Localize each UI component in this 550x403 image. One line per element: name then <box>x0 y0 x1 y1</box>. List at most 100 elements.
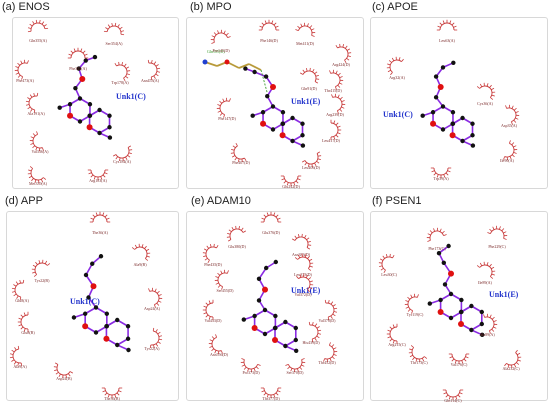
atom <box>279 132 286 139</box>
atom <box>82 311 88 316</box>
residue-label: Asn383(D) <box>292 252 311 257</box>
hydrophobic-contact-mark <box>214 269 229 290</box>
atom <box>270 104 276 109</box>
atom <box>293 337 298 343</box>
atom <box>202 59 208 65</box>
hydrophobic-contact-mark <box>291 233 312 250</box>
atom <box>67 102 73 107</box>
residue-label: Phe229(C) <box>488 244 506 249</box>
atom <box>93 330 99 335</box>
hydrophobic-contact-mark <box>408 345 428 363</box>
atom <box>262 331 268 337</box>
residue-label: Glu380(D) <box>228 244 246 249</box>
atom <box>436 251 442 256</box>
atom <box>87 102 93 107</box>
hydrophobic-contact-mark <box>11 279 25 301</box>
atom <box>115 342 120 348</box>
hydrophobic-contact-mark <box>240 358 261 373</box>
atom <box>107 125 112 130</box>
ligand-label: Unk1(E) <box>291 286 321 295</box>
panel-frame <box>370 211 548 401</box>
hydrophobic-contact-mark <box>53 362 74 379</box>
hydrophobic-contact-mark <box>386 56 404 76</box>
hydrophobic-contact-mark <box>386 323 398 345</box>
hydrophobic-contact-mark <box>27 166 47 184</box>
panel-app: (d) APP Unk1(C)The36(A)Ala9(B)Tyr22(B)As… <box>0 192 183 403</box>
hydrophobic-contact-mark <box>505 104 520 125</box>
panel-frame <box>186 211 364 401</box>
hydrophobic-contact-mark <box>295 22 316 37</box>
hydrogen-bond <box>260 69 268 93</box>
residue-label: Arg215(C) <box>388 342 406 347</box>
residue-label: Tyr22(B) <box>35 278 50 283</box>
residue-label: Arg424(D) <box>332 62 350 67</box>
panel-label: (a) ENOS <box>2 1 50 13</box>
atom <box>280 110 286 115</box>
atom <box>67 112 74 119</box>
atom <box>420 113 425 118</box>
residue-label: Thr452(D) <box>318 360 336 365</box>
residue-label: Asn556(D) <box>210 352 229 357</box>
residue-label: Tyr119(C) <box>407 312 424 317</box>
atom <box>241 317 247 322</box>
atom <box>252 313 257 319</box>
atom <box>290 138 295 144</box>
atom <box>262 307 268 313</box>
ligand-label: Unk1(C) <box>70 297 100 306</box>
atom <box>272 337 279 343</box>
residue-label: Arg239(D) <box>326 112 344 117</box>
atom <box>300 121 305 126</box>
hydrophobic-contact-mark <box>476 261 496 279</box>
interaction-diagram: Unk1(C)Leu63(A)Arg32(A)Cys36(A)Asp35(A)I… <box>383 19 520 181</box>
atom <box>264 265 269 271</box>
atom <box>90 261 95 266</box>
panel-adam10: (e) ADAM10 Unk1(E)Glu376(D)Glu380(D)Phe4… <box>183 192 367 403</box>
hydrophobic-contact-mark <box>436 19 458 31</box>
residue-label: Phe146(D) <box>260 38 278 43</box>
hydrophobic-contact-mark <box>503 140 518 161</box>
atom <box>448 270 454 277</box>
residue-label: Gln355(A) <box>29 38 47 43</box>
atom <box>430 120 437 127</box>
atom <box>448 291 454 297</box>
hydrophobic-contact-mark <box>378 253 395 274</box>
hydrophobic-contact-mark <box>149 327 163 349</box>
atom <box>256 298 262 303</box>
hydrophobic-contact-mark <box>147 59 161 81</box>
atom <box>293 325 298 331</box>
ligand-label: Unk1(C) <box>383 110 413 119</box>
residue-label: Asn453(A) <box>141 78 160 83</box>
atom <box>107 135 113 140</box>
residue-label: Ile89(A) <box>478 280 492 285</box>
hydrophobic-contact-mark <box>25 92 39 114</box>
atom <box>260 120 267 127</box>
atom <box>87 113 92 118</box>
atom <box>294 348 299 353</box>
interaction-diagram: Unk1(C)The36(A)Ala9(B)Tyr22(B)Asp24(A)Gl… <box>9 211 163 401</box>
atom <box>270 83 276 90</box>
atom <box>79 75 86 82</box>
atom <box>86 124 93 131</box>
atom <box>256 276 262 281</box>
hydrophobic-contact-mark <box>9 345 23 367</box>
residue-label: Leu30(C) <box>381 272 397 277</box>
panel-label: (b) MPO <box>190 1 232 13</box>
residue-label: The36(A) <box>92 230 108 235</box>
atom <box>469 327 474 333</box>
hydrophobic-contact-mark <box>202 299 214 321</box>
residue-label: Glu242(D) <box>282 184 300 189</box>
hydrophobic-contact-mark <box>112 145 133 162</box>
hydrophobic-contact-mark <box>404 293 419 314</box>
residue-label: Val336(A) <box>32 149 50 154</box>
interaction-diagram: Gln105(D)Unk1(E)Phe146(D)Pro145(D)Met411… <box>202 19 352 189</box>
atom <box>442 282 448 287</box>
atom <box>433 74 439 79</box>
panel-mpo: (b) MPO Gln105(D)Unk1(E)Phe146(D)Pro145(… <box>183 0 367 190</box>
atom <box>273 259 278 265</box>
residue-label: Glu376(D) <box>262 230 280 235</box>
atom <box>458 309 464 315</box>
hydrophobic-contact-mark <box>67 47 89 59</box>
panel-label: (f) PSEN1 <box>372 195 422 207</box>
atom <box>470 121 475 126</box>
atom <box>86 295 91 300</box>
